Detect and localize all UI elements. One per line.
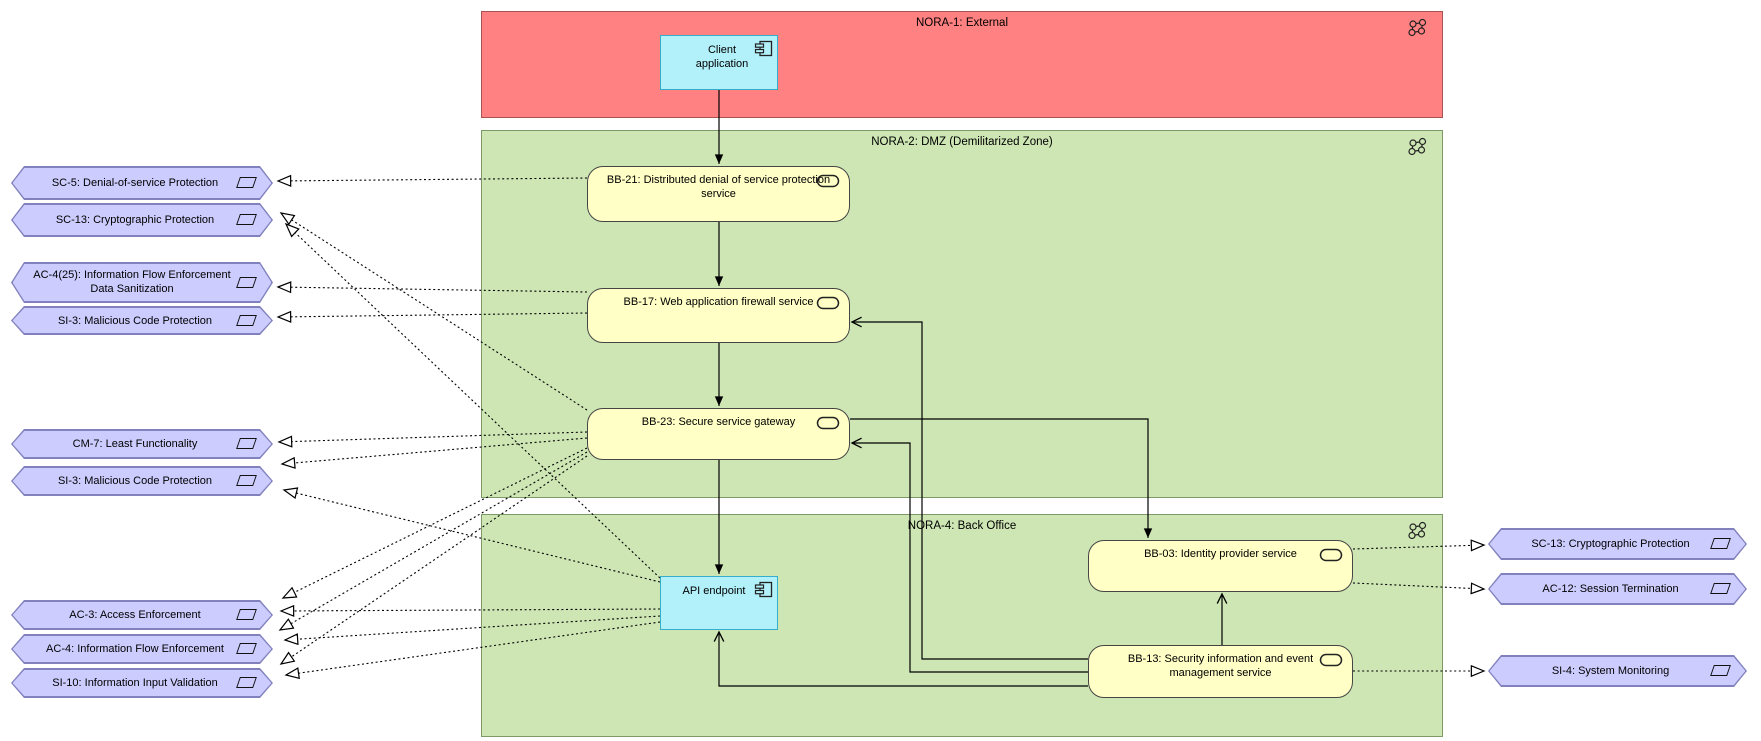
application-service-icon <box>816 174 840 188</box>
requirement-label: AC-12: Session Termination <box>1542 583 1679 595</box>
requirement-shape-fill <box>1490 530 1746 559</box>
requirement-label: AC-4: Information Flow Enforcement <box>46 643 224 655</box>
requirement-ac-4-25[interactable]: AC-4(25): Information Flow Enforcement D… <box>11 262 273 303</box>
requirement-label: SI-4: System Monitoring <box>1551 665 1670 677</box>
grouping-icon <box>1408 137 1427 156</box>
service-label: BB-23: Secure service gateway <box>641 416 796 428</box>
requirement-shape-fill <box>13 168 272 199</box>
application-service-icon <box>1319 653 1343 667</box>
requirement-label: SC-5: Denial-of-service Protection <box>51 177 219 189</box>
requirement-sc-13-right[interactable]: SC-13: Cryptographic Protection <box>1488 528 1747 560</box>
requirement-label: AC-4(25): Information Flow Enforcement D… <box>33 269 231 295</box>
requirement-shape-fill <box>13 264 272 302</box>
grouping-icon <box>1408 18 1427 37</box>
component-label: API endpoint <box>682 585 746 597</box>
service-bb-23-secure-service-gateway[interactable]: BB-23: Secure service gateway <box>587 408 850 460</box>
requirement-label: AC-3: Access Enforcement <box>69 609 201 621</box>
requirement-ac-12[interactable]: AC-12: Session Termination <box>1488 573 1747 605</box>
application-service-icon <box>1319 548 1343 562</box>
zone-title: NORA-2: DMZ (Demilitarized Zone) <box>871 136 1053 148</box>
service-label: BB-13: Security information and event ma… <box>1127 653 1314 679</box>
service-label: BB-03: Identity provider service <box>1144 548 1297 560</box>
requirement-parallelogram-icon <box>236 314 257 326</box>
requirement-si-10[interactable]: SI-10: Information Input Validation <box>11 668 273 698</box>
application-service-icon <box>816 296 840 310</box>
requirement-shape-fill <box>13 468 272 495</box>
service-label: BB-21: Distributed denial of service pro… <box>606 174 831 200</box>
requirement-si-3-lower[interactable]: SI-3: Malicious Code Protection <box>11 466 273 496</box>
component-label: Client application <box>695 44 749 71</box>
requirement-label: SI-10: Information Input Validation <box>52 677 218 689</box>
requirement-parallelogram-icon <box>236 276 257 288</box>
requirement-shape-fill <box>13 431 272 458</box>
requirement-shape-fill <box>13 636 272 663</box>
requirement-sc-13-left[interactable]: SC-13: Cryptographic Protection <box>11 203 273 237</box>
uml-component-icon <box>754 40 773 57</box>
service-label: BB-17: Web application firewall service <box>623 296 814 308</box>
requirement-ac-4[interactable]: AC-4: Information Flow Enforcement <box>11 634 273 664</box>
requirement-label: SC-13: Cryptographic Protection <box>55 214 215 226</box>
requirement-shape-fill <box>13 602 272 629</box>
service-bb-17-web-application-firewall[interactable]: BB-17: Web application firewall service <box>587 288 850 343</box>
grouping-icon <box>1408 521 1427 540</box>
service-bb-13-siem[interactable]: BB-13: Security information and event ma… <box>1088 645 1353 698</box>
application-service-icon <box>816 416 840 430</box>
requirement-si-4[interactable]: SI-4: System Monitoring <box>1488 655 1747 687</box>
requirement-shape-fill <box>1490 575 1746 604</box>
requirement-si-3-upper[interactable]: SI-3: Malicious Code Protection <box>11 306 273 335</box>
requirement-label: CM-7: Least Functionality <box>72 438 198 450</box>
zone-title: NORA-1: External <box>915 17 1009 29</box>
requirement-cm-7[interactable]: CM-7: Least Functionality <box>11 429 273 459</box>
requirement-shape-fill <box>13 308 272 334</box>
requirement-shape-fill <box>1490 657 1746 686</box>
service-bb-03-identity-provider[interactable]: BB-03: Identity provider service <box>1088 540 1353 592</box>
requirement-shape-fill <box>13 670 272 697</box>
requirement-shape-fill <box>13 205 272 236</box>
requirement-sc-5[interactable]: SC-5: Denial-of-service Protection <box>11 166 273 200</box>
service-bb-21-ddos-protection[interactable]: BB-21: Distributed denial of service pro… <box>587 166 850 222</box>
requirement-label: SC-13: Cryptographic Protection <box>1531 538 1690 550</box>
component-client-application[interactable]: Client application <box>660 35 778 90</box>
component-api-endpoint[interactable]: API endpoint <box>660 576 778 630</box>
zone-title: NORA-4: Back Office <box>907 520 1017 532</box>
zone-nora-1-external[interactable]: NORA-1: External <box>481 11 1443 118</box>
requirement-ac-3[interactable]: AC-3: Access Enforcement <box>11 600 273 630</box>
requirement-label: SI-3: Malicious Code Protection <box>57 314 213 327</box>
requirement-label: SI-3: Malicious Code Protection <box>57 475 213 487</box>
uml-component-icon <box>754 581 773 598</box>
